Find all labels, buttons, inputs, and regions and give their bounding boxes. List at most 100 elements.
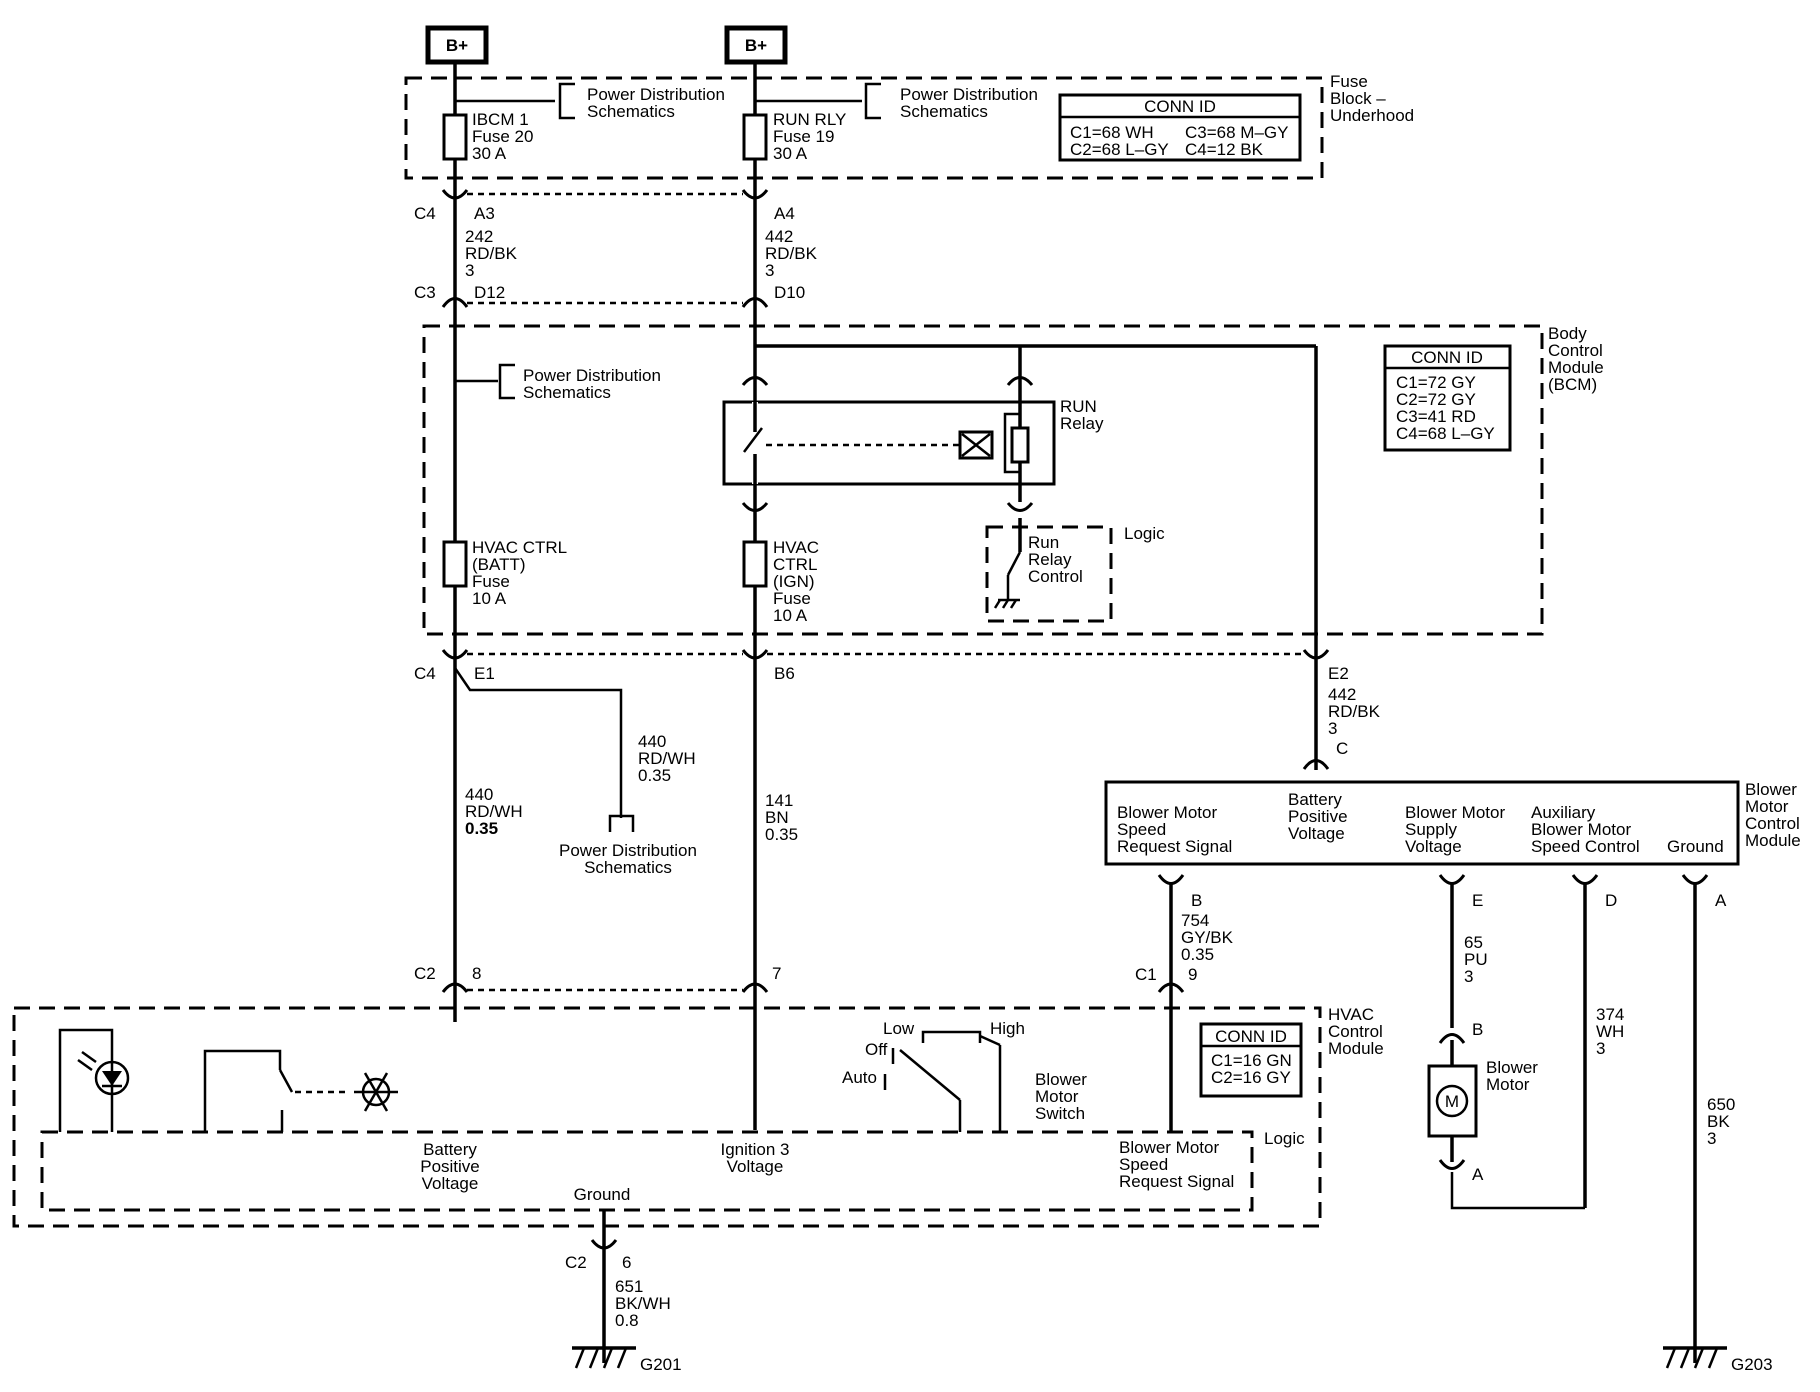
svg-text:RD/WH: RD/WH xyxy=(638,749,696,768)
svg-text:(BCM): (BCM) xyxy=(1548,375,1597,394)
svg-text:High: High xyxy=(990,1019,1025,1038)
svg-text:Blower: Blower xyxy=(1745,780,1797,799)
svg-text:Battery: Battery xyxy=(1288,790,1342,809)
pds-bracket-2 xyxy=(864,82,881,120)
svg-text:A3: A3 xyxy=(474,204,495,223)
svg-text:Fuse 19: Fuse 19 xyxy=(773,127,834,146)
ground-g201-icon xyxy=(572,1346,636,1369)
svg-text:3: 3 xyxy=(1596,1039,1605,1058)
svg-text:650: 650 xyxy=(1707,1095,1735,1114)
bcm-outline xyxy=(422,324,1544,636)
hvac-conn-id: CONN ID C1=16 GN C2=16 GY xyxy=(1199,1022,1303,1098)
svg-text:0.35: 0.35 xyxy=(765,825,798,844)
ground-g203-icon xyxy=(1663,1346,1727,1369)
blower-motor-switch: Low High Off Auto Blower Motor Switch xyxy=(842,1019,1087,1132)
svg-text:CONN ID: CONN ID xyxy=(1144,97,1216,116)
pds-label-1b: Schematics xyxy=(587,102,675,121)
svg-text:E: E xyxy=(1472,891,1483,910)
svg-text:Voltage: Voltage xyxy=(727,1157,784,1176)
svg-text:IBCM 1: IBCM 1 xyxy=(472,110,529,129)
svg-text:0.35: 0.35 xyxy=(465,819,498,838)
svg-text:C1: C1 xyxy=(1135,965,1157,984)
svg-text:651: 651 xyxy=(615,1277,643,1296)
svg-text:Blower Motor: Blower Motor xyxy=(1531,820,1631,839)
blower-motor-control-module xyxy=(1104,780,1740,866)
svg-text:Speed: Speed xyxy=(1117,820,1166,839)
fuse-block-outline xyxy=(404,76,1324,180)
svg-text:Positive: Positive xyxy=(420,1157,480,1176)
svg-text:Logic: Logic xyxy=(1264,1129,1305,1148)
svg-text:Module: Module xyxy=(1328,1039,1384,1058)
svg-text:6: 6 xyxy=(622,1253,631,1272)
svg-text:Speed: Speed xyxy=(1119,1155,1168,1174)
svg-text:Blower: Blower xyxy=(1035,1070,1087,1089)
svg-text:C4=68 L–GY: C4=68 L–GY xyxy=(1396,424,1495,443)
svg-text:C4: C4 xyxy=(414,664,436,683)
svg-text:Control: Control xyxy=(1745,814,1800,833)
svg-text:Control: Control xyxy=(1328,1022,1383,1041)
connector-c3-d10 xyxy=(741,297,769,308)
svg-text:Module: Module xyxy=(1745,831,1801,850)
svg-text:Logic: Logic xyxy=(1124,524,1165,543)
svg-text:Power Distribution: Power Distribution xyxy=(559,841,697,860)
svg-text:Fuse: Fuse xyxy=(472,572,510,591)
svg-text:Power Distribution: Power Distribution xyxy=(523,366,661,385)
svg-text:B: B xyxy=(1472,1020,1483,1039)
svg-text:C2: C2 xyxy=(565,1253,587,1272)
svg-text:0.8: 0.8 xyxy=(615,1311,639,1330)
svg-text:D10: D10 xyxy=(774,283,805,302)
svg-text:Underhood: Underhood xyxy=(1330,106,1414,125)
svg-text:Ground: Ground xyxy=(1667,837,1724,856)
svg-text:Request Signal: Request Signal xyxy=(1119,1172,1234,1191)
motor-pin-b xyxy=(1438,1033,1466,1044)
relay-control-logic xyxy=(985,525,1113,623)
svg-text:Supply: Supply xyxy=(1405,820,1457,839)
svg-text:RD/BK: RD/BK xyxy=(1328,702,1381,721)
svg-text:Blower: Blower xyxy=(1486,1058,1538,1077)
svg-text:Voltage: Voltage xyxy=(1405,837,1462,856)
motor-icon xyxy=(1435,1084,1469,1118)
svg-text:754: 754 xyxy=(1181,911,1209,930)
wire-440-branch xyxy=(453,667,623,818)
svg-text:Auto: Auto xyxy=(842,1068,877,1087)
svg-text:D: D xyxy=(1605,891,1617,910)
connector-e2 xyxy=(1302,649,1330,660)
connector-c4-a3 xyxy=(441,189,469,200)
svg-text:Auxiliary: Auxiliary xyxy=(1531,803,1596,822)
svg-text:Control: Control xyxy=(1028,567,1083,586)
svg-text:C3: C3 xyxy=(414,283,436,302)
fuse-run-rly xyxy=(742,113,768,161)
svg-text:Voltage: Voltage xyxy=(422,1174,479,1193)
svg-text:Fuse 20: Fuse 20 xyxy=(472,127,533,146)
pds-bracket-bcm xyxy=(498,363,515,400)
svg-text:30 A: 30 A xyxy=(773,144,808,163)
pds-bracket-1 xyxy=(558,82,575,120)
snowflake-icon xyxy=(354,1072,398,1112)
hvac-label: HVAC Control Module xyxy=(1328,1005,1384,1058)
svg-text:65: 65 xyxy=(1464,933,1483,952)
hvac-logic-outline xyxy=(40,1130,1254,1212)
svg-text:PU: PU xyxy=(1464,950,1488,969)
wire-motor-return xyxy=(1450,1172,1585,1210)
svg-text:C1=16 GN: C1=16 GN xyxy=(1211,1051,1292,1070)
svg-text:C2: C2 xyxy=(414,964,436,983)
svg-text:RD/WH: RD/WH xyxy=(465,802,523,821)
pds-label-2b: Schematics xyxy=(900,102,988,121)
svg-text:3: 3 xyxy=(1464,967,1473,986)
ac-request-switch xyxy=(203,1049,345,1132)
svg-text:RD/BK: RD/BK xyxy=(465,244,518,263)
svg-text:CTRL: CTRL xyxy=(773,555,817,574)
motor-pin-a xyxy=(1438,1159,1466,1170)
svg-text:Voltage: Voltage xyxy=(1288,824,1345,843)
svg-text:CONN ID: CONN ID xyxy=(1411,348,1483,367)
svg-text:Schematics: Schematics xyxy=(523,383,611,402)
svg-text:BK/WH: BK/WH xyxy=(615,1294,671,1313)
svg-text:HVAC CTRL: HVAC CTRL xyxy=(472,538,567,557)
svg-text:Body: Body xyxy=(1548,324,1587,343)
ground-g203-label: G203 xyxy=(1731,1355,1773,1374)
svg-text:C3=41 RD: C3=41 RD xyxy=(1396,407,1476,426)
svg-text:RUN: RUN xyxy=(1060,397,1097,416)
b-plus-source-1: B+ xyxy=(425,25,489,65)
fuse-hvac-ctrl-batt xyxy=(442,540,468,588)
b-plus-label-2: B+ xyxy=(745,36,767,55)
